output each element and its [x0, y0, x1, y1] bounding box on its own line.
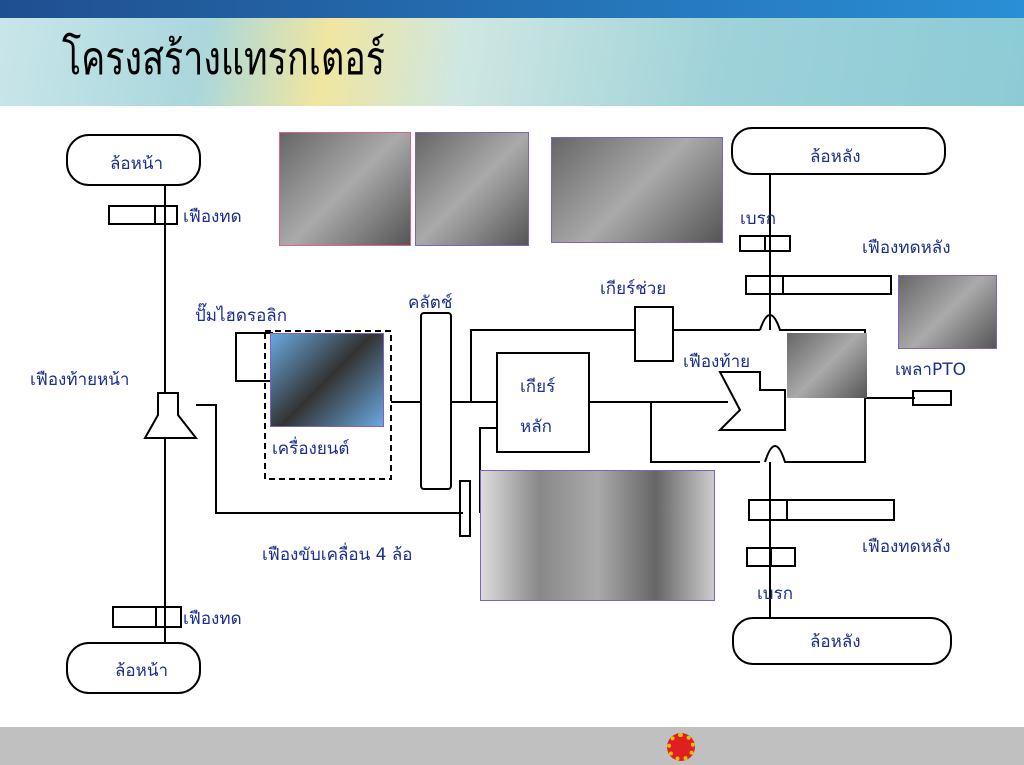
- label-brake-top: เบรก: [740, 209, 777, 229]
- gearbox-shaft-photo: [480, 470, 715, 601]
- label-four-wd: เฟืองขับเคลื่อน 4 ล้อ: [262, 545, 413, 565]
- label-pto: เพลาPTO: [895, 360, 966, 380]
- front-wheel-bottom: [66, 642, 201, 694]
- label-main-gear-1: เกียร์: [520, 377, 556, 397]
- label-front-wheel-top: ล้อหน้า: [110, 154, 164, 174]
- label-rear-reduction-top: เฟืองทดหลัง: [862, 238, 951, 258]
- label-hydraulic-pump: ปั๊มไฮดรอลิก: [195, 306, 288, 326]
- label-brake-bottom: เบรก: [757, 584, 794, 604]
- clutch-photo: [279, 132, 411, 246]
- front-wheel-top: [66, 134, 201, 186]
- rear-wheel-top: [731, 127, 946, 175]
- clutch-assembly-photo: [551, 137, 723, 243]
- label-aux-gear: เกียร์ช่วย: [600, 279, 667, 299]
- label-rear-wheel-top: ล้อหลัง: [810, 147, 861, 167]
- label-differential: เฟืองท้าย: [683, 352, 751, 372]
- footer-bar: [0, 727, 1024, 765]
- label-clutch: คลัตช์: [408, 293, 453, 313]
- flywheel-photo: [415, 132, 529, 246]
- label-reduction-gear-bottom: เฟืองทด: [183, 609, 242, 629]
- label-front-differential: เฟืองท้ายหน้า: [30, 370, 130, 390]
- differential-photo: [787, 333, 867, 398]
- engine-photo: [270, 333, 384, 427]
- label-rear-wheel-bottom: ล้อหลัง: [810, 632, 861, 652]
- elephant-logo-icon: [667, 733, 695, 761]
- page-title: โครงสร้างแทรกเตอร์: [62, 31, 386, 85]
- title-banner: [0, 18, 1024, 106]
- label-rear-reduction-bottom: เฟืองทดหลัง: [862, 537, 951, 557]
- label-reduction-gear-top: เฟืองทด: [183, 207, 242, 227]
- top-bar: [0, 0, 1024, 18]
- rear-wheel-bottom: [732, 617, 952, 665]
- label-front-wheel-bottom: ล้อหน้า: [115, 661, 169, 681]
- label-main-gear-2: หลัก: [520, 417, 552, 437]
- pto-photo: [898, 275, 997, 349]
- label-engine: เครื่องยนต์: [272, 439, 350, 459]
